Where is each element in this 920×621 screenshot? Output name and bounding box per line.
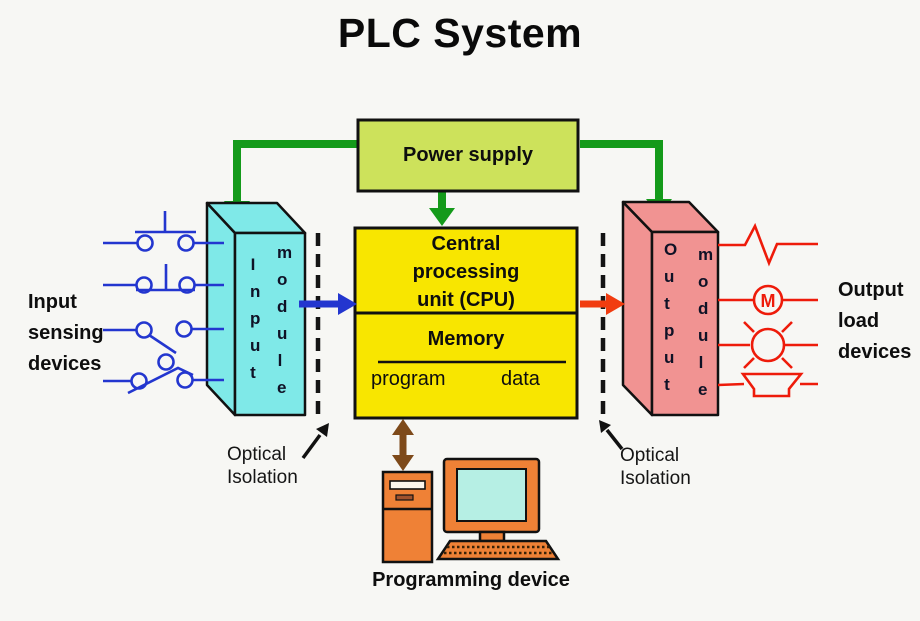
cpu-box — [353, 226, 579, 420]
optical-line1: Optical — [227, 444, 287, 465]
programming-device-label: Programming device — [372, 569, 570, 591]
heater-icon — [718, 222, 818, 267]
input-module-word-module: module — [277, 243, 292, 397]
memory-label: Memory — [427, 328, 505, 350]
output-load-symbols: M — [717, 222, 818, 398]
horn-icon — [717, 372, 818, 398]
input-to-cpu-arrow — [299, 293, 357, 315]
output-module-word-output: Output — [664, 240, 677, 394]
monitor-screen — [456, 468, 527, 522]
motor-letter: M — [761, 291, 776, 311]
input-devices-line1: Input — [28, 291, 77, 313]
output-devices-line3: devices — [838, 341, 912, 363]
output-devices-line1: Output — [838, 279, 904, 301]
program-label: program — [371, 368, 446, 390]
motor-icon: M — [718, 284, 818, 316]
nc-pushbutton-icon — [103, 264, 224, 294]
optical-isolation-label-right: Optical Isolation — [620, 444, 691, 490]
output-devices-line2: load — [838, 310, 880, 332]
optical-line2: Isolation — [227, 467, 298, 488]
selector-switch-icon — [103, 320, 224, 371]
cpu-to-output-arrow — [580, 293, 625, 315]
annotation-arrow-left — [301, 423, 329, 460]
cpu-label-line2: processing — [412, 261, 520, 283]
keyboard-icon — [435, 539, 561, 561]
power-supply-box — [356, 118, 580, 193]
optical-isolation-label-left: Optical Isolation — [227, 443, 298, 489]
cpu-label-line1: Central — [431, 233, 501, 255]
data-label: data — [501, 368, 540, 390]
input-module-box — [205, 201, 307, 417]
input-devices-line2: sensing — [28, 322, 104, 344]
optical-line2: Isolation — [620, 468, 691, 489]
output-module-box — [621, 200, 720, 417]
output-load-devices-label: Output load devices — [838, 275, 911, 368]
limit-switch-icon — [103, 366, 224, 395]
optical-line1: Optical — [620, 445, 680, 466]
input-sensing-devices-label: Input sensing devices — [28, 287, 104, 380]
cpu-label: Central processing unit (CPU) — [355, 230, 577, 314]
page-title: PLC System — [337, 10, 583, 56]
input-module-word-input: Input — [250, 255, 261, 382]
input-switch-symbols — [103, 211, 224, 395]
annotation-arrow-right — [599, 420, 624, 451]
no-pushbutton-icon — [103, 211, 224, 252]
power-supply-label: Power supply — [402, 144, 534, 166]
input-devices-line3: devices — [28, 353, 102, 375]
output-module-word-module: module — [698, 245, 713, 399]
cpu-label-line3: unit (CPU) — [417, 289, 515, 311]
monitor-stand — [478, 530, 506, 543]
power-arrow-cpu — [429, 191, 455, 226]
lamp-icon — [718, 321, 818, 369]
programming-device-illustration — [381, 457, 561, 564]
cpu-programming-arrow — [392, 419, 414, 471]
